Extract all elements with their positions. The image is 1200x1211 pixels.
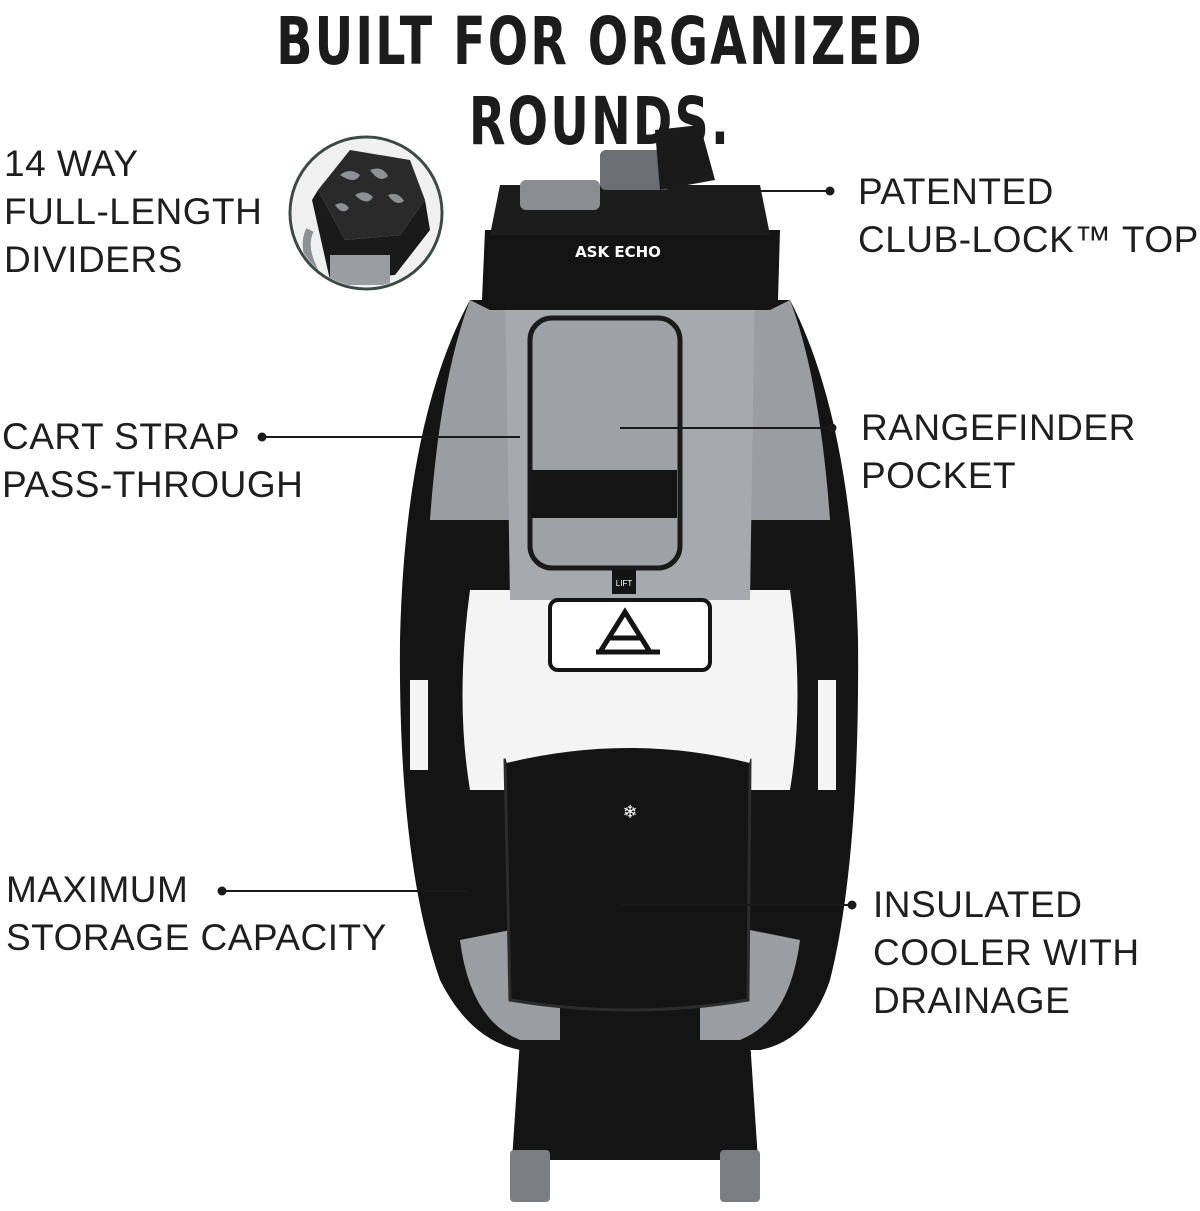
feature-cart-strap-line-1: CART STRAP	[2, 416, 241, 457]
feature-rangefinder: RANGEFINDER POCKET	[861, 404, 1136, 500]
feature-dividers-line-2: FULL-LENGTH	[4, 191, 263, 232]
feature-cart-strap: CART STRAP PASS-THROUGH	[2, 413, 303, 509]
feature-cart-strap-line-2: PASS-THROUGH	[2, 464, 304, 505]
feature-storage: MAXIMUM STORAGE CAPACITY	[6, 866, 387, 962]
feature-dividers-line-3: DIVIDERS	[4, 239, 183, 280]
feature-dividers: 14 WAY FULL-LENGTH DIVIDERS	[4, 140, 262, 284]
headline: BUILT FOR ORGANIZED ROUNDS.	[276, 3, 924, 160]
feature-cooler-line-2: COOLER WITH	[873, 932, 1140, 973]
snowflake-icon: ❄	[622, 802, 637, 823]
divider-closeup-image	[288, 135, 444, 291]
feature-rangefinder-line-1: RANGEFINDER	[861, 407, 1136, 448]
lift-tag: LIFT	[616, 579, 633, 588]
feature-cooler-line-3: DRAINAGE	[873, 980, 1071, 1021]
bag-logo-text: ASK ECHO	[575, 243, 661, 261]
leader-lines	[217, 186, 857, 910]
feature-cooler: INSULATED COOLER WITH DRAINAGE	[873, 881, 1140, 1025]
feature-club-lock-line-2: CLUB-LOCK™ TOP	[858, 219, 1199, 260]
feature-club-lock: PATENTED CLUB-LOCK™ TOP	[858, 168, 1199, 264]
feature-storage-line-1: MAXIMUM	[6, 869, 189, 910]
feature-cooler-line-1: INSULATED	[873, 884, 1083, 925]
feature-storage-line-2: STORAGE CAPACITY	[6, 917, 387, 958]
feature-dividers-line-1: 14 WAY	[4, 143, 139, 184]
golf-bag: LIFT ❄ ASK ECHO	[399, 125, 859, 1202]
feature-rangefinder-line-2: POCKET	[861, 455, 1017, 496]
feature-club-lock-line-1: PATENTED	[858, 171, 1054, 212]
